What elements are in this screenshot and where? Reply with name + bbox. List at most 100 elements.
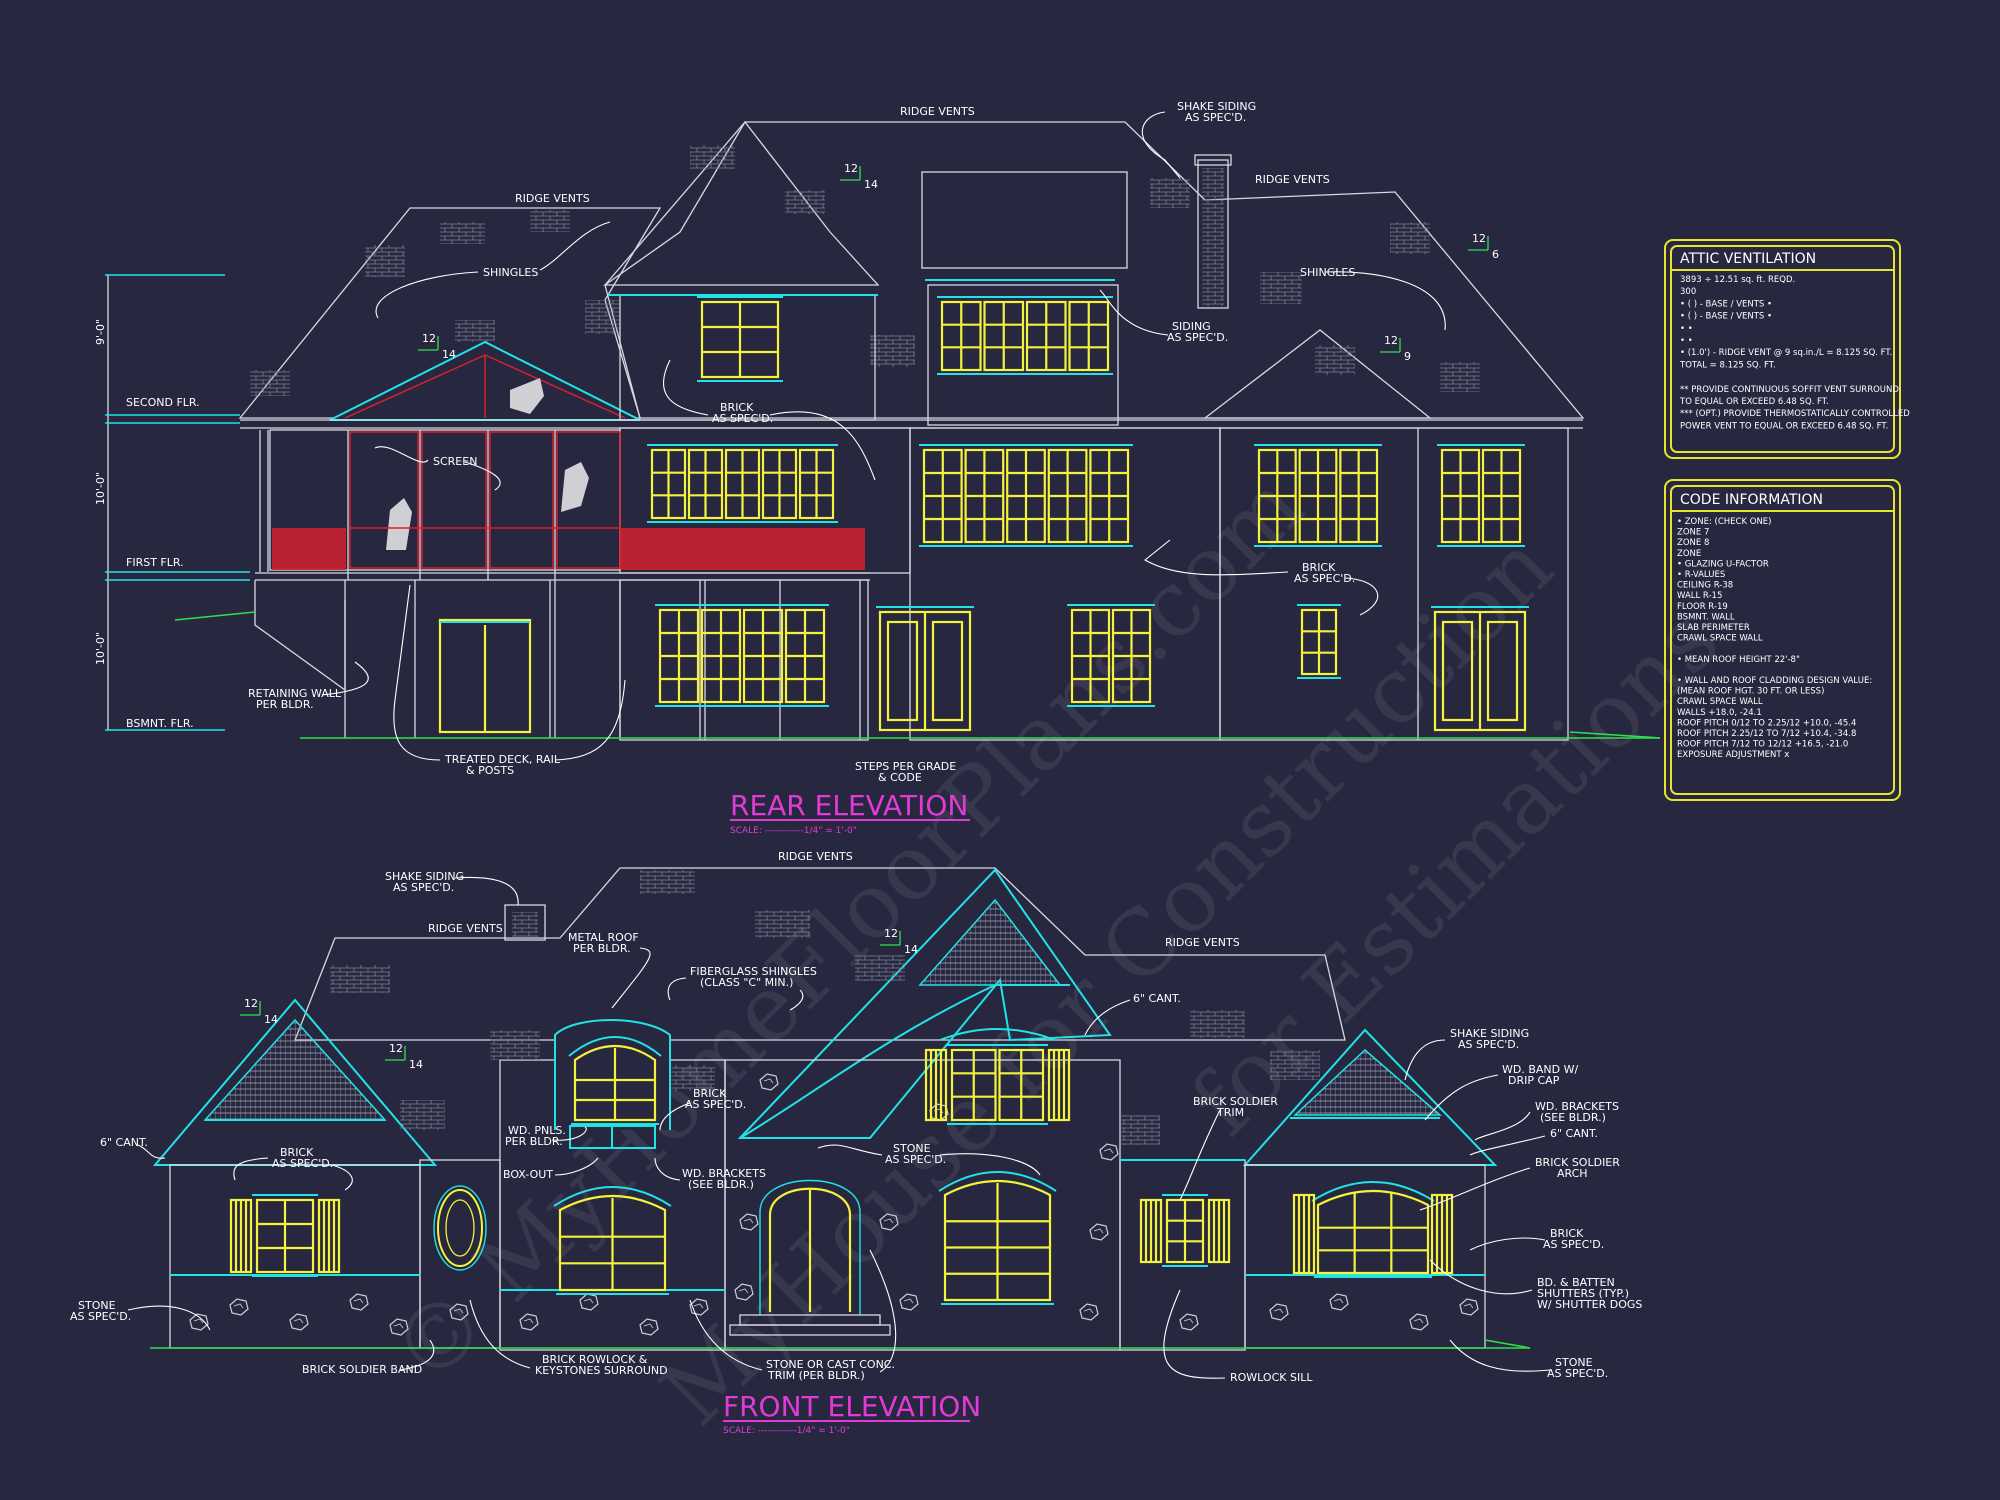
note-soldier-band: BRICK SOLDIER BAND bbox=[302, 1363, 422, 1376]
panel-line: • • bbox=[1680, 324, 1693, 334]
note-shake-r2: AS SPEC'D. bbox=[1458, 1038, 1519, 1051]
note-wd-brk-r2: (SEE BLDR.) bbox=[1540, 1111, 1606, 1124]
note-stone-r2: AS SPEC'D. bbox=[1547, 1367, 1608, 1380]
level-basement-floor: BSMNT. FLR. bbox=[126, 717, 194, 730]
note-front-brick-a1: BRICK bbox=[280, 1146, 314, 1159]
note-ridge-vents-top: RIDGE VENTS bbox=[900, 105, 975, 118]
note-deck-1: TREATED DECK, RAIL bbox=[444, 753, 561, 766]
note-soldier-trim-1: BRICK SOLDIER bbox=[1193, 1095, 1278, 1108]
panel-line: • R-VALUES bbox=[1677, 570, 1725, 580]
front-brick-patches bbox=[330, 870, 1320, 1145]
note-metal-1: METAL ROOF bbox=[568, 931, 639, 944]
pitch-run: 14 bbox=[904, 943, 918, 956]
note-metal-2: PER BLDR. bbox=[573, 942, 631, 955]
note-shake-r1: SHAKE SIDING bbox=[1450, 1027, 1529, 1040]
front-elevation-title: FRONT ELEVATION bbox=[723, 1390, 981, 1423]
note-wd-band-2: DRIP CAP bbox=[1508, 1074, 1560, 1087]
panel-line: CRAWL SPACE WALL bbox=[1677, 634, 1763, 644]
panel-line: • WALL AND ROOF CLADDING DESIGN VALUE: bbox=[1677, 676, 1872, 686]
panel-line: WALL R-15 bbox=[1677, 591, 1722, 601]
pitch-run: 14 bbox=[409, 1058, 423, 1071]
note-stone-r1: STONE bbox=[1555, 1356, 1593, 1369]
note-front-ridge-right: RIDGE VENTS bbox=[1165, 936, 1240, 949]
note-deck-2: & POSTS bbox=[466, 764, 514, 777]
rear-elevation-scale: SCALE: ------------1/4" = 1'-0" bbox=[730, 826, 857, 836]
note-retaining-2: PER BLDR. bbox=[256, 698, 314, 711]
attic-lines: 3893 ÷ 12.51 sq. ft. REQD.300• ( ) - BAS… bbox=[1679, 275, 1910, 431]
pitch-rise: 12 bbox=[422, 332, 436, 345]
pitch-run: 14 bbox=[864, 178, 878, 191]
note-soldier-arch-2: ARCH bbox=[1557, 1167, 1588, 1180]
pitch-rise: 12 bbox=[1384, 334, 1398, 347]
note-shake-siding-2: AS SPEC'D. bbox=[1185, 111, 1246, 124]
panel-line: *** (OPT.) PROVIDE THERMOSTATICALLY CONT… bbox=[1680, 409, 1910, 419]
code-lines: • ZONE: (CHECK ONE) ZONE 7 ZONE 8 ZONE• … bbox=[1677, 517, 1872, 760]
note-shake-siding-1: SHAKE SIDING bbox=[1177, 100, 1256, 113]
panel-line: ROOF PITCH 0/12 TO 2.25/12 +10.0, -45.4 bbox=[1677, 718, 1856, 728]
pitch-run: 9 bbox=[1404, 350, 1411, 363]
panel-line: ROOF PITCH 2.25/12 TO 7/12 +10.4, -34.8 bbox=[1677, 729, 1856, 739]
panel-line: ZONE 7 bbox=[1677, 528, 1709, 538]
note-batten-1: BD. & BATTEN bbox=[1537, 1276, 1615, 1289]
panel-line: FLOOR R-19 bbox=[1677, 602, 1728, 612]
note-brick-b2: AS SPEC'D. bbox=[1294, 572, 1355, 585]
rear-windows bbox=[647, 296, 1529, 732]
note-front-shake-2: AS SPEC'D. bbox=[393, 881, 454, 894]
panel-line: BSMNT. WALL bbox=[1677, 612, 1735, 622]
note-front-shake-1: SHAKE SIDING bbox=[385, 870, 464, 883]
note-steps-1: STEPS PER GRADE bbox=[855, 760, 956, 773]
note-rowlock-1: BRICK ROWLOCK & bbox=[542, 1353, 648, 1366]
rear-notes: RIDGE VENTS RIDGE VENTS RIDGE VENTS SHAK… bbox=[248, 100, 1446, 784]
note-cast-2: TRIM (PER BLDR.) bbox=[767, 1369, 865, 1382]
deck-railing bbox=[272, 528, 865, 570]
code-information-panel: CODE INFORMATION • ZONE: (CHECK ONE) ZON… bbox=[1664, 479, 1901, 801]
note-fiber-1: FIBERGLASS SHINGLES bbox=[690, 965, 817, 978]
panel-line: ** PROVIDE CONTINUOUS SOFFIT VENT SURROU… bbox=[1680, 385, 1899, 395]
note-front-ridge-left: RIDGE VENTS bbox=[428, 922, 503, 935]
panel-line: TO EQUAL OR EXCEED 6.48 SQ. FT. bbox=[1679, 397, 1829, 407]
panel-line: • GLAZING U-FACTOR bbox=[1677, 559, 1769, 569]
note-front-stone-a2: AS SPEC'D. bbox=[885, 1153, 946, 1166]
note-screen: SCREEN bbox=[433, 455, 477, 468]
note-retaining-1: RETAINING WALL bbox=[248, 687, 342, 700]
level-second-floor: SECOND FLR. bbox=[126, 396, 200, 409]
note-stone-l1: STONE bbox=[78, 1299, 116, 1312]
panel-line: • • bbox=[1680, 336, 1693, 346]
note-brick-r2: AS SPEC'D. bbox=[1543, 1238, 1604, 1251]
note-rowlock-sill: ROWLOCK SILL bbox=[1230, 1371, 1313, 1384]
panel-line: • ( ) - BASE / VENTS • bbox=[1680, 299, 1772, 309]
code-title: CODE INFORMATION bbox=[1680, 492, 1823, 508]
note-siding-2: AS SPEC'D. bbox=[1167, 331, 1228, 344]
attic-ventilation-panel: ATTIC VENTILATION 3893 ÷ 12.51 sq. ft. R… bbox=[1664, 239, 1910, 459]
panel-line: ZONE bbox=[1677, 549, 1701, 559]
panel-line: SLAB PERIMETER bbox=[1677, 623, 1750, 633]
dim-first: 10'-0" bbox=[94, 472, 107, 505]
note-front-ridge-top: RIDGE VENTS bbox=[778, 850, 853, 863]
roof-brick-patches bbox=[250, 145, 1480, 396]
note-front-stone-a1: STONE bbox=[893, 1142, 931, 1155]
note-stone-l2: AS SPEC'D. bbox=[70, 1310, 131, 1323]
panel-line: • MEAN ROOF HEIGHT 22'-8" bbox=[1677, 655, 1800, 665]
dim-second: 9'-0" bbox=[94, 319, 107, 345]
note-brick-a1: BRICK bbox=[720, 401, 754, 414]
note-front-brick-b1: BRICK bbox=[693, 1087, 727, 1100]
note-wd-pnls-1: WD. PNLS. bbox=[508, 1124, 566, 1137]
panel-line: POWER VENT TO EQUAL OR EXCEED 6.48 SQ. F… bbox=[1680, 421, 1888, 431]
note-cant-a: 6" CANT. bbox=[100, 1136, 148, 1149]
panel-line: • (1.0') - RIDGE VENT @ 9 sq.in./L = 8.1… bbox=[1680, 348, 1892, 358]
pitch-run: 14 bbox=[264, 1013, 278, 1026]
pitch-rise: 12 bbox=[389, 1042, 403, 1055]
panel-line: CEILING R-38 bbox=[1677, 581, 1733, 591]
note-ridge-vents-left: RIDGE VENTS bbox=[515, 192, 590, 205]
note-wd-pnls-2: PER BLDR. bbox=[505, 1135, 563, 1148]
note-ridge-vents-right: RIDGE VENTS bbox=[1255, 173, 1330, 186]
note-rowlock-2: KEYSTONES SURROUND bbox=[535, 1364, 668, 1377]
note-wd-band-1: WD. BAND W/ bbox=[1502, 1063, 1578, 1076]
panel-line: WALLS +18.0, -24.1 bbox=[1677, 708, 1762, 718]
note-box-out: BOX-OUT bbox=[503, 1168, 553, 1181]
panel-line: 3893 ÷ 12.51 sq. ft. REQD. bbox=[1680, 275, 1795, 285]
note-steps-2: & CODE bbox=[878, 771, 922, 784]
note-batten-2: SHUTTERS (TYP.) bbox=[1537, 1287, 1629, 1300]
